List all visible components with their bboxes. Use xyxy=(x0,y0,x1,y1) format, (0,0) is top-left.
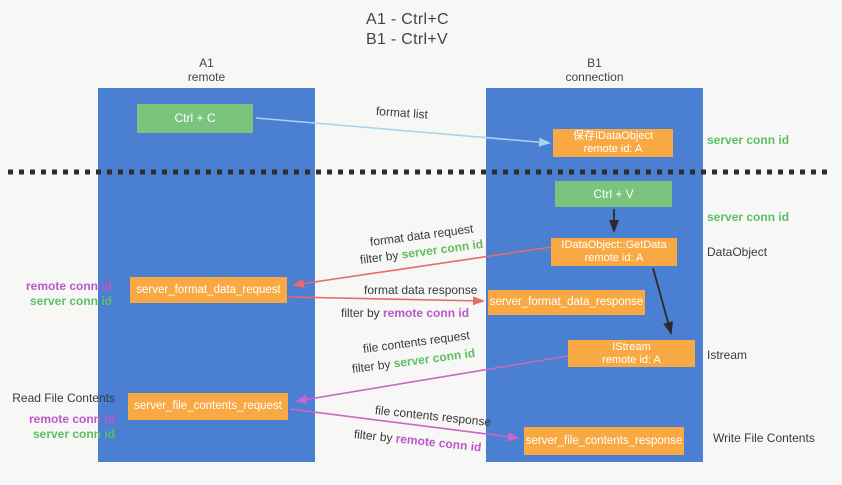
node-istream: IStream remote id: A xyxy=(568,340,695,367)
diagram-title: A1 - Ctrl+C B1 - Ctrl+V xyxy=(366,10,449,50)
header-a1: A1 remote xyxy=(98,56,315,84)
filter-by-text: filter by xyxy=(341,306,380,320)
read-file-contents-label: Read File Contents xyxy=(12,391,115,405)
label-filter-by-remote-conn-id-2: filter by remote conn id xyxy=(353,427,482,454)
node-ctrl-v-label: Ctrl + V xyxy=(593,186,634,201)
node-ctrl-c: Ctrl + C xyxy=(137,104,253,133)
node-ctrl-v: Ctrl + V xyxy=(555,181,672,207)
server-conn-id-label: server conn id xyxy=(32,427,115,441)
header-a1-role: remote xyxy=(187,70,226,84)
side-label-istream: Istream xyxy=(707,348,748,362)
filter-by-text: filter by xyxy=(351,357,392,376)
node-save-dataobject-line1: 保存IDataObject xyxy=(572,130,654,142)
label-filter-by-remote-conn-id-1: filter by remote conn id xyxy=(341,306,469,320)
node-ctrl-c-label: Ctrl + C xyxy=(174,111,216,125)
header-a1-id: A1 xyxy=(199,56,214,70)
left-conn-id-block-bottom: Read File Contents remote conn id server… xyxy=(8,391,115,442)
side-label-server-conn-id-mid: server conn id xyxy=(707,210,790,224)
node-save-dataobject: 保存IDataObject remote id: A xyxy=(553,129,673,157)
filter-by-text: filter by xyxy=(359,248,400,267)
label-format-data-response: format data response xyxy=(364,283,478,297)
header-b1-id: B1 xyxy=(587,56,602,70)
node-server-file-contents-request-label: server_file_contents_request xyxy=(134,400,282,412)
title-line-2: B1 - Ctrl+V xyxy=(366,31,448,48)
side-label-dataobject: DataObject xyxy=(707,245,768,259)
node-server-format-data-request-label: server_format_data_request xyxy=(136,283,281,296)
server-conn-id-label: server conn id xyxy=(29,294,112,308)
node-server-format-data-response: server_format_data_response xyxy=(488,290,645,315)
node-getdata-line2: remote id: A xyxy=(584,252,644,264)
side-label-write-file-contents: Write File Contents xyxy=(713,431,815,445)
left-conn-id-block-mid: remote conn id server conn id xyxy=(8,279,112,309)
node-istream-line2: remote id: A xyxy=(602,353,661,366)
node-istream-line1: IStream xyxy=(612,340,651,353)
label-file-contents-response: file contents response xyxy=(374,403,492,430)
title-line-1: A1 - Ctrl+C xyxy=(366,11,449,28)
node-server-file-contents-response: server_file_contents_response xyxy=(524,427,684,455)
filter-by-text: filter by xyxy=(353,427,394,446)
header-b1: B1 connection xyxy=(486,56,703,84)
node-idataobject-getdata: IDataObject::GetData remote id: A xyxy=(551,238,677,266)
node-server-file-contents-request: server_file_contents_request xyxy=(128,393,288,420)
side-label-server-conn-id-top: server conn id xyxy=(707,133,790,147)
header-b1-role: connection xyxy=(565,70,624,84)
node-server-format-data-request: server_format_data_request xyxy=(130,277,287,303)
label-format-list: format list xyxy=(375,104,429,122)
remote-conn-id-text: remote conn id xyxy=(395,431,483,455)
remote-conn-id-text: remote conn id xyxy=(383,306,470,320)
node-getdata-line1: IDataObject::GetData xyxy=(561,239,667,251)
node-server-format-data-response-label: server_format_data_response xyxy=(489,296,644,308)
node-server-file-contents-response-label: server_file_contents_response xyxy=(525,434,683,447)
remote-conn-id-label: remote conn id xyxy=(28,412,115,426)
arrow-format-data-response xyxy=(288,296,485,306)
node-save-dataobject-line2: remote id: A xyxy=(583,143,643,155)
remote-conn-id-label: remote conn id xyxy=(25,279,112,293)
